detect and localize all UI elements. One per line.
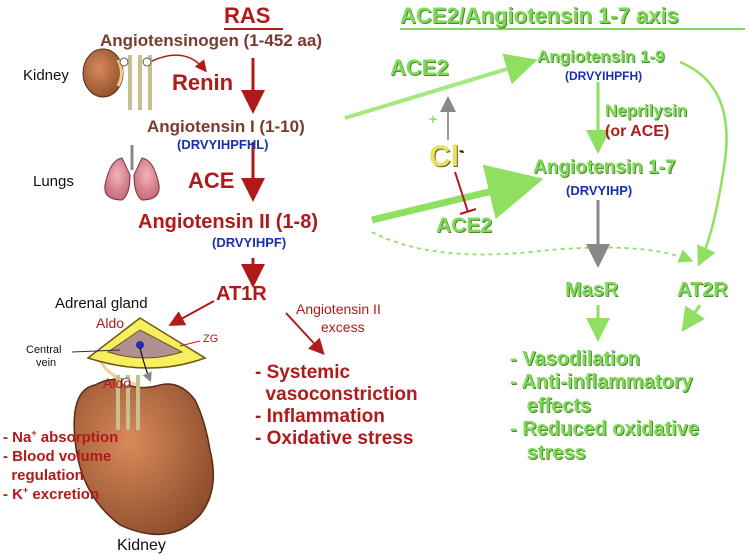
kidney-small-icon — [82, 48, 152, 110]
ras-title: RAS — [224, 3, 271, 28]
kidney-effect-item: - K+ excretion — [3, 485, 100, 504]
arrow-at1r-to-adrenal — [168, 300, 215, 326]
kidney-effect-item: - Blood volume — [3, 447, 112, 465]
at2r-label: AT2R — [677, 279, 728, 301]
masr-label: MasR — [565, 279, 619, 301]
ras-effect-item: - Oxidative stress — [255, 427, 414, 449]
central-vein-pointer — [71, 349, 121, 353]
central-vein-label-2: vein — [36, 357, 57, 369]
ras-effects-list: - Systemic vasoconstriction - Inflammati… — [255, 362, 418, 449]
lungs-label: Lungs — [33, 173, 74, 190]
renin-label: Renin — [172, 70, 234, 95]
ace-label: ACE — [188, 168, 235, 193]
angiotensin-1-7-sequence: (DRVYIHP) — [566, 183, 633, 198]
angiotensin-2-sequence: (DRVYIHPF) — [212, 235, 287, 250]
kidney-effects-list: - Na+ absorption - Blood volume regulati… — [3, 428, 118, 505]
ras-effect-item: - Systemic — [255, 362, 351, 383]
adrenal-gland-label: Adrenal gland — [55, 295, 148, 312]
kidney-bottom-label: Kidney — [117, 537, 166, 554]
excess-label-line1: Angiotensin II — [296, 301, 381, 317]
axis-effect-item: stress — [510, 441, 586, 464]
kidney-top-label: Kidney — [23, 67, 69, 84]
line-cl-inhibits — [454, 171, 469, 213]
or-ace-label: (or ACE) — [605, 123, 670, 140]
axis-effect-item: - Anti-inflammatory — [510, 371, 693, 394]
adrenal-gland-icon — [86, 317, 207, 369]
zg-label: ZG — [203, 333, 219, 345]
at1r-label: AT1R — [216, 283, 267, 305]
angiotensin-1-label: Angiotensin I (1-10) — [147, 117, 305, 136]
aldo-arrow — [139, 347, 152, 383]
excess-label-line2: excess — [321, 319, 365, 335]
ras-effect-item: vasoconstriction — [255, 383, 418, 405]
kidney-large-icon — [73, 359, 215, 536]
angiotensin-1-7-label: Angiotensin 1-7 — [533, 157, 676, 178]
inhibit-bar — [459, 208, 477, 215]
aldo-top-label: Aldo — [96, 315, 125, 331]
arrow-ang2-to-at2r-dashed — [371, 231, 694, 263]
ace2-bottom-label: ACE2 — [436, 214, 493, 237]
arrow-at2r-to-effects — [681, 304, 706, 332]
ace2-top-label: ACE2 — [390, 55, 449, 80]
angiotensin-1-9-sequence: (DRVYIHPFH) — [565, 69, 643, 83]
axis-title: ACE2/Angiotensin 1-7 axis — [400, 3, 679, 28]
angiotensin-2-label: Angiotensin II (1-8) — [138, 211, 318, 233]
arrow-ang1-to-ang19 — [344, 53, 538, 120]
axis-effect-item: effects — [510, 394, 592, 417]
plus-sign: + — [429, 111, 438, 127]
kidney-effect-item: regulation — [3, 466, 84, 484]
central-vein-label-1: Central — [26, 344, 62, 356]
neprilysin-label: Neprilysin — [605, 101, 688, 120]
chloride-label: Cl- — [429, 140, 464, 173]
angiotensinogen-label: Angiotensinogen (1-452 aa) — [100, 31, 322, 50]
axis-effect-item: - Reduced oxidative — [510, 418, 699, 441]
axis-effect-item: - Vasodilation — [510, 348, 641, 370]
arrow-at1r-to-effects — [285, 312, 325, 355]
angiotensin-1-sequence: (DRVYIHPFHL) — [177, 137, 269, 152]
angiotensin-1-9-label: Angiotensin 1-9 — [537, 47, 665, 66]
aldo-bottom-label: Aldo — [103, 375, 132, 391]
arrow-ang2-to-ang17 — [371, 164, 544, 224]
zg-pointer — [179, 340, 201, 347]
arrow-kidney-to-renin — [149, 54, 207, 73]
kidney-effect-item: - Na+ absorption — [3, 428, 119, 446]
arrow-ang19-to-at2r — [679, 60, 728, 267]
lungs-icon — [104, 145, 160, 201]
axis-effects-list: - Vasodilation - Anti-inflammatory effec… — [510, 348, 699, 465]
ras-effect-item: - Inflammation — [255, 405, 385, 427]
